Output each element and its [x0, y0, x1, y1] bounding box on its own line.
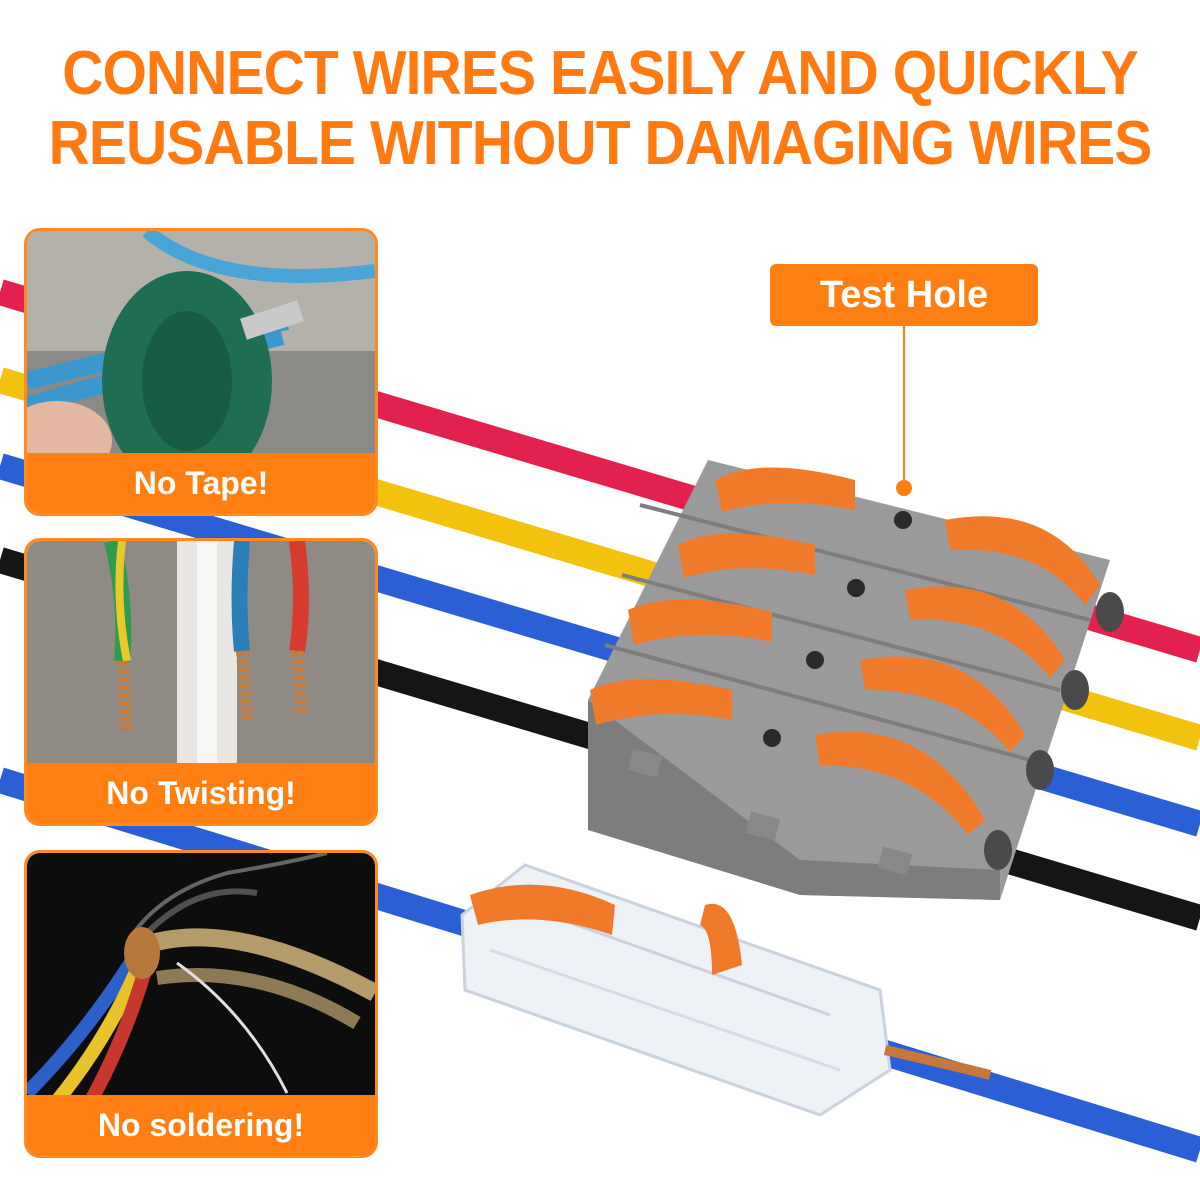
- gray-lever-connector: [588, 460, 1124, 900]
- no-tape-caption: No Tape!: [27, 453, 375, 513]
- no-twisting-caption: No Twisting!: [27, 763, 375, 823]
- callout-pointer-dot: [896, 480, 912, 496]
- callout-pointer-line: [903, 326, 905, 486]
- headline-line-2: REUSABLE WITHOUT DAMAGING WIRES: [48, 109, 1153, 178]
- no-twisting-panel: No Twisting!: [24, 538, 378, 826]
- no-soldering-panel: No soldering!: [24, 850, 378, 1158]
- no-soldering-caption: No soldering!: [27, 1095, 375, 1155]
- clear-inline-connector: [460, 863, 992, 1117]
- no-tape-panel: No Tape!: [24, 228, 378, 516]
- headline-line-1: CONNECT WIRES EASILY AND QUICKLY: [62, 39, 1139, 108]
- test-hole-callout: Test Hole: [770, 264, 1038, 326]
